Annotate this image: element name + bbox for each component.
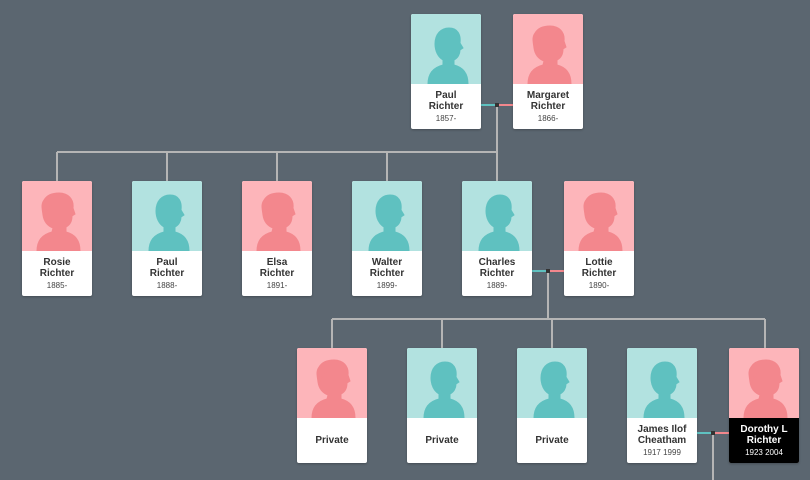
person-card-private-2[interactable]: Private bbox=[407, 348, 477, 463]
male-silhouette-icon bbox=[478, 194, 520, 251]
person-name: Private bbox=[315, 435, 349, 446]
person-info: Private bbox=[407, 418, 477, 463]
person-photo-placeholder bbox=[517, 348, 587, 418]
person-dates: 1866- bbox=[537, 113, 559, 123]
female-silhouette-icon bbox=[743, 359, 788, 418]
person-dates: 1885- bbox=[46, 280, 68, 290]
female-silhouette-icon bbox=[36, 192, 81, 251]
person-name: Elsa Richter bbox=[259, 256, 295, 279]
person-photo-placeholder bbox=[132, 181, 202, 251]
person-dates: 1888- bbox=[156, 280, 178, 290]
person-photo-placeholder bbox=[242, 181, 312, 251]
person-name: Walter Richter bbox=[369, 256, 405, 279]
female-silhouette-icon bbox=[256, 192, 301, 251]
person-name: Charles Richter bbox=[478, 256, 516, 279]
female-silhouette-icon bbox=[578, 192, 623, 251]
person-name: Dorothy L Richter bbox=[740, 423, 788, 446]
person-photo-placeholder bbox=[407, 348, 477, 418]
person-info: Private bbox=[517, 418, 587, 463]
person-name: Lottie Richter bbox=[581, 256, 617, 279]
person-dates: 1899- bbox=[376, 280, 398, 290]
person-dates: 1890- bbox=[588, 280, 610, 290]
person-card-private-3[interactable]: Private bbox=[517, 348, 587, 463]
person-photo-placeholder bbox=[411, 14, 481, 84]
person-dates: 1857- bbox=[435, 113, 457, 123]
person-photo-placeholder bbox=[22, 181, 92, 251]
couple-connector-james-dorothy bbox=[697, 431, 729, 480]
couple-connector-charles-lottie bbox=[532, 269, 564, 273]
person-photo-placeholder bbox=[462, 181, 532, 251]
person-name: Private bbox=[535, 435, 569, 446]
male-silhouette-icon bbox=[427, 27, 469, 84]
person-photo-placeholder bbox=[564, 181, 634, 251]
person-info: Private bbox=[297, 418, 367, 463]
person-photo-placeholder bbox=[352, 181, 422, 251]
person-dates: 1917 1999 bbox=[643, 447, 681, 457]
male-silhouette-icon bbox=[423, 361, 465, 418]
person-name: Paul Richter bbox=[428, 89, 464, 112]
male-silhouette-icon bbox=[643, 361, 685, 418]
person-photo-placeholder bbox=[729, 348, 799, 418]
person-card-private-1[interactable]: Private bbox=[297, 348, 367, 463]
person-name: Paul Richter bbox=[149, 256, 185, 279]
person-dates: 1923 2004 bbox=[745, 447, 783, 457]
person-name: Private bbox=[425, 435, 459, 446]
person-dates: 1889- bbox=[486, 280, 508, 290]
male-silhouette-icon bbox=[148, 194, 190, 251]
person-photo-placeholder bbox=[297, 348, 367, 418]
female-silhouette-icon bbox=[527, 25, 572, 84]
person-dates: 1891- bbox=[266, 280, 288, 290]
person-name: Rosie Richter bbox=[39, 256, 75, 279]
male-silhouette-icon bbox=[368, 194, 410, 251]
person-name: James Ilof Cheatham bbox=[637, 423, 687, 446]
couple-connector-paul-margaret bbox=[481, 103, 513, 107]
male-silhouette-icon bbox=[533, 361, 575, 418]
person-photo-placeholder bbox=[513, 14, 583, 84]
female-silhouette-icon bbox=[311, 359, 356, 418]
person-photo-placeholder bbox=[627, 348, 697, 418]
person-name: Margaret Richter bbox=[526, 89, 570, 112]
